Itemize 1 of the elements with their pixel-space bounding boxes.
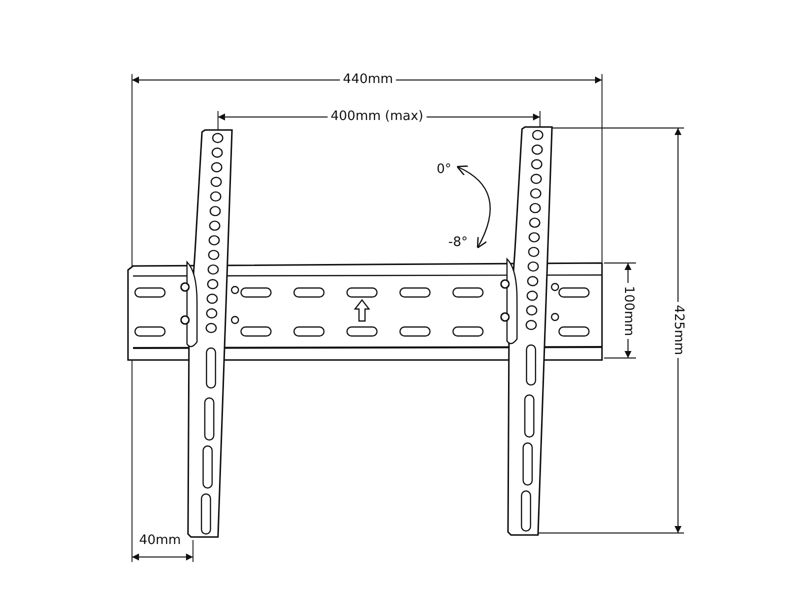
dimension-label: 400mm (max) [328, 109, 426, 125]
